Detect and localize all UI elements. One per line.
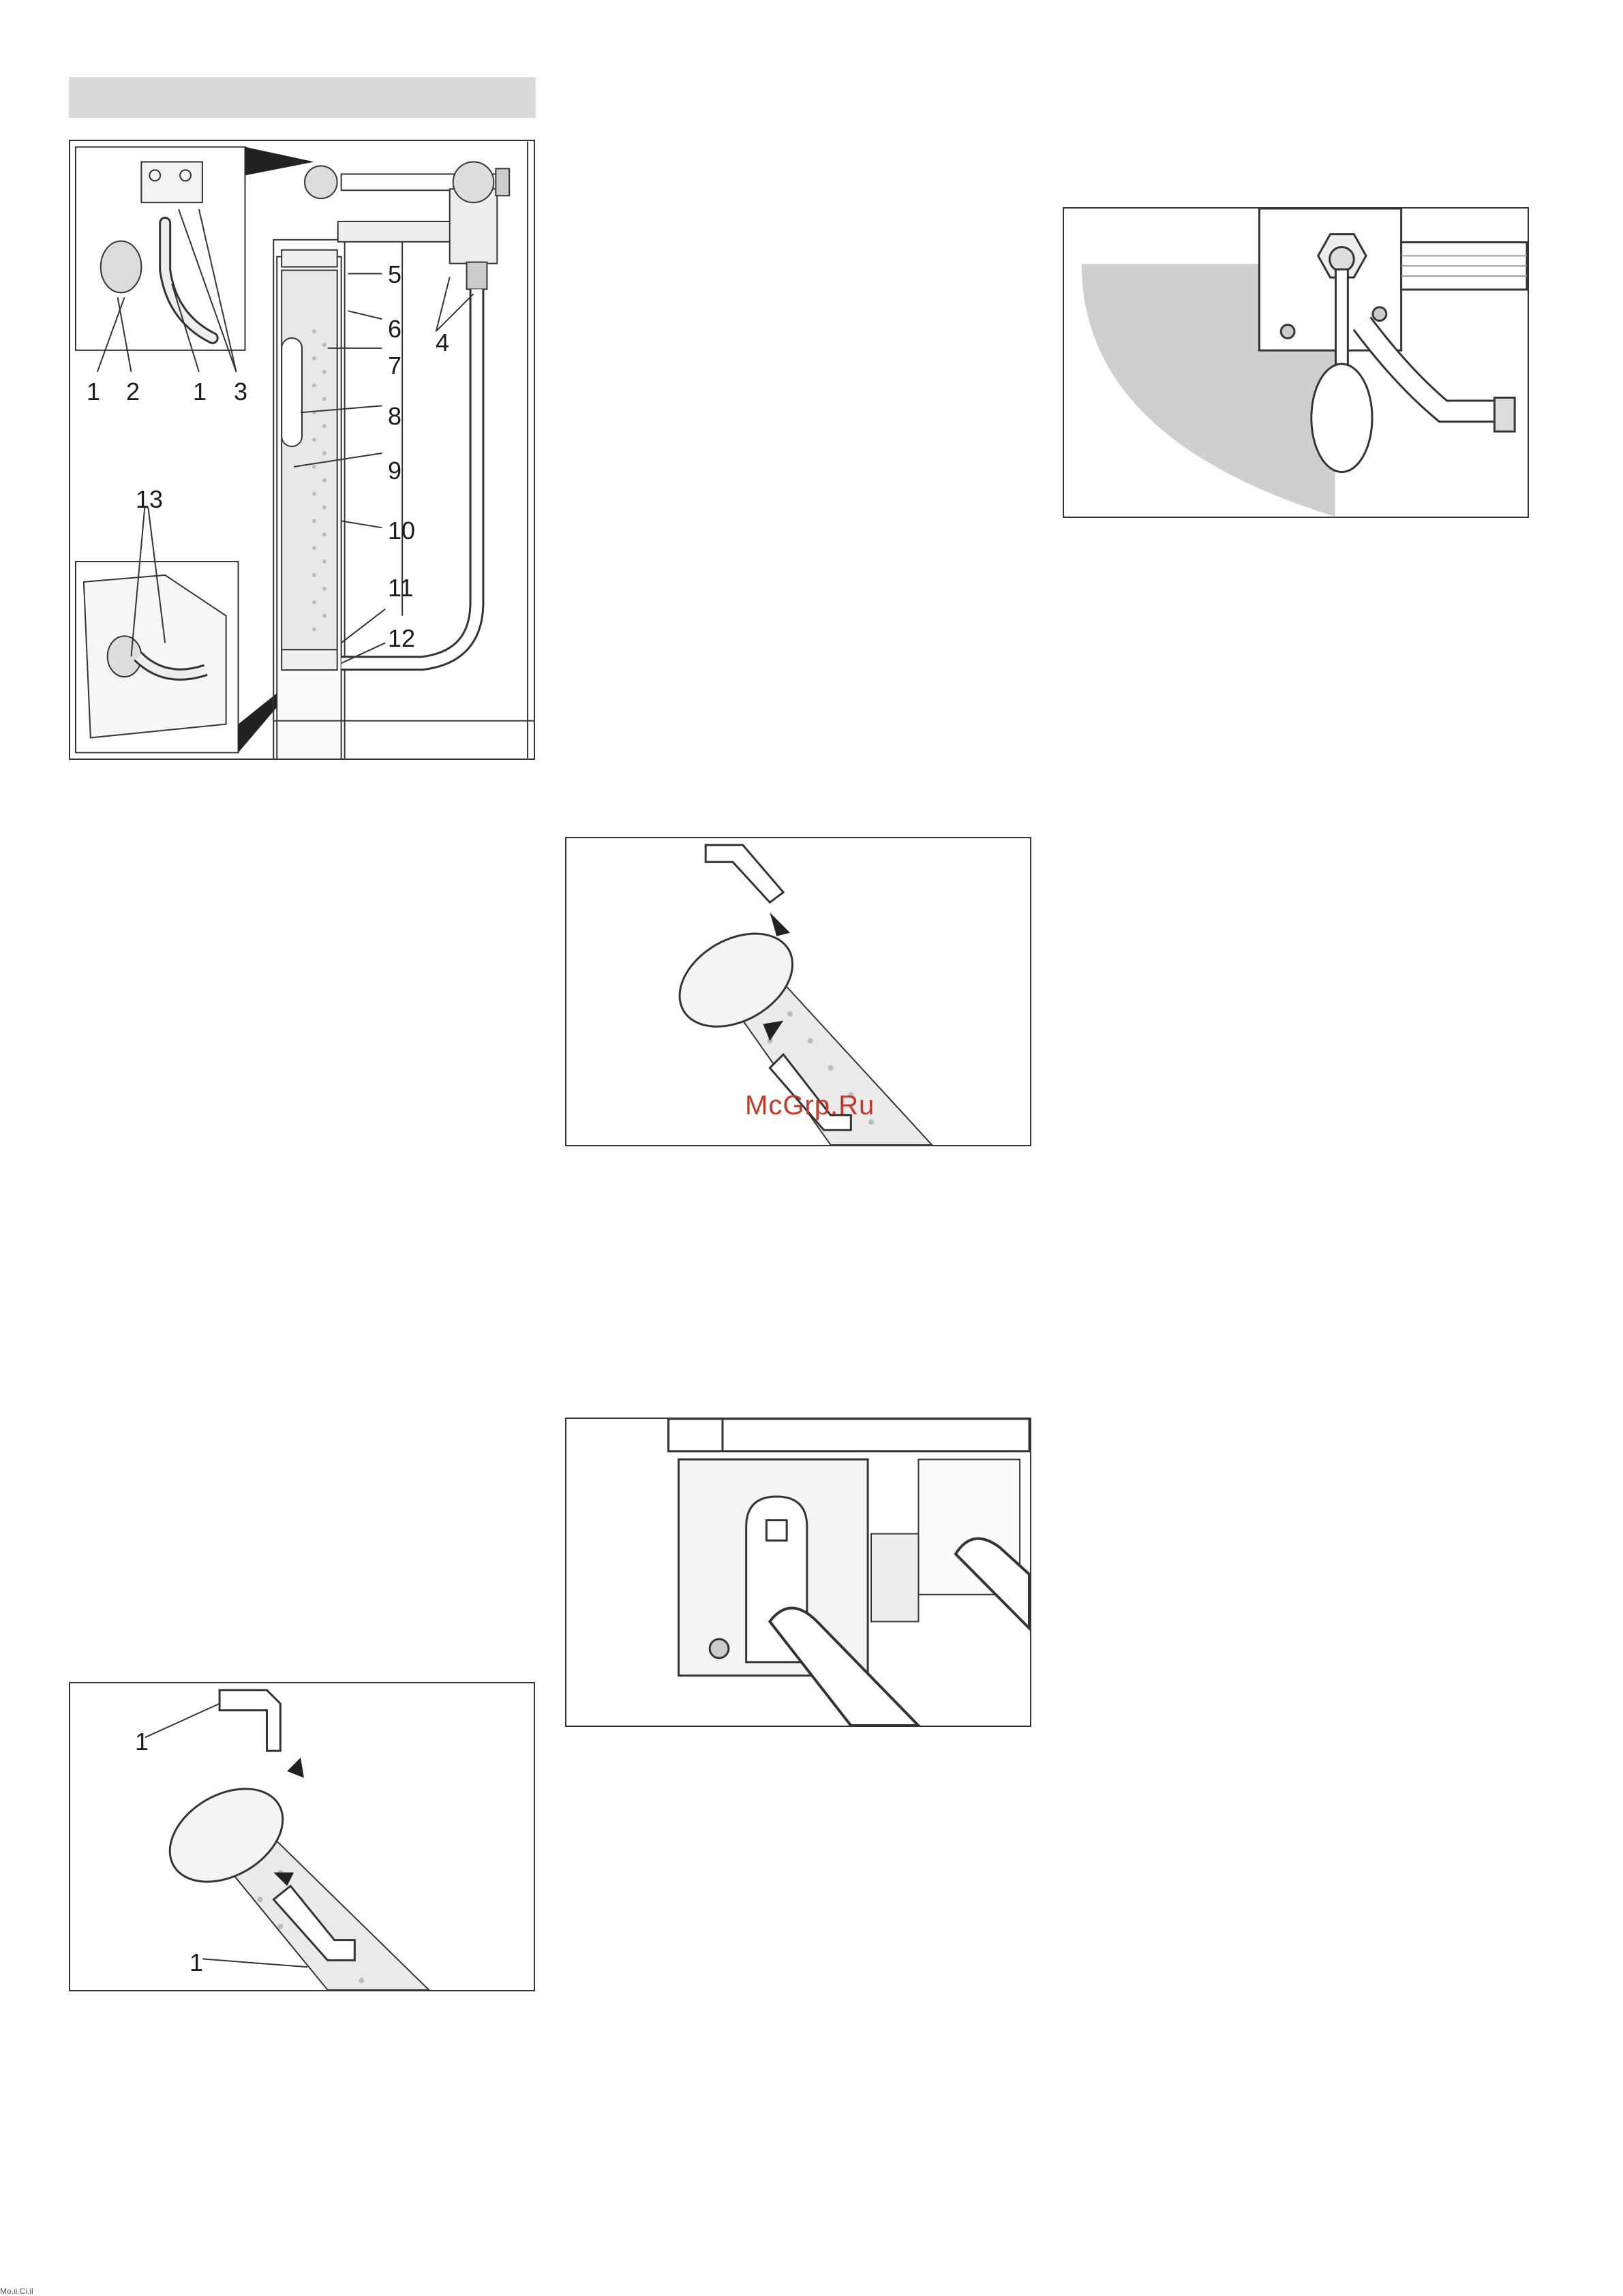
callout-8: 8: [388, 404, 401, 429]
figure-hand-release: [565, 1418, 1031, 1727]
callout-12: 12: [388, 626, 415, 651]
callout-10: 10: [388, 519, 415, 543]
watermark: McGrp.Ru: [745, 1090, 875, 1121]
hand-release-illustration: [566, 1419, 1030, 1726]
callout-2: 2: [126, 380, 140, 404]
section-header-bar: [69, 77, 536, 118]
callout-13: 13: [136, 487, 163, 512]
footer-mark: Mo.ii.Ci.il: [0, 2286, 33, 2296]
callout-clip-1-top: 1: [135, 1730, 149, 1754]
callout-9: 9: [388, 459, 401, 483]
drain-valve-illustration: [1064, 209, 1528, 517]
callout-6: 6: [388, 317, 401, 341]
callout-clip-1-bottom: 1: [189, 1950, 203, 1975]
callout-1-left: 1: [87, 380, 100, 404]
callout-5: 5: [388, 262, 401, 287]
callout-4: 4: [436, 331, 449, 355]
callout-1-right: 1: [193, 380, 207, 404]
figure-drain-valve-handle: [1063, 207, 1529, 518]
figure-clip-removal: 1 1: [69, 1682, 535, 1991]
callout-11: 11: [388, 576, 413, 600]
callout-7: 7: [388, 354, 401, 378]
callout-3: 3: [234, 380, 247, 404]
filter-assembly-illustration: [70, 141, 534, 759]
figure-filter-assembly: 1 2 1 3 4 5 6 7 8 9 10 11 12 13: [69, 140, 535, 760]
